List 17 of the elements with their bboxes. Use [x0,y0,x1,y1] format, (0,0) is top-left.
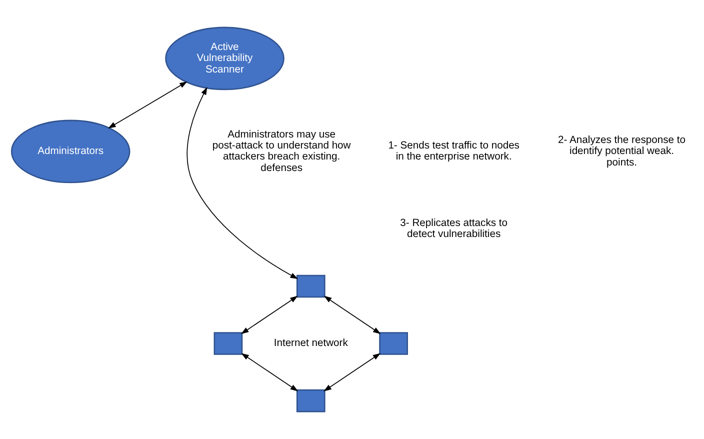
arrow [108,81,188,128]
node-box [214,332,243,355]
arrow [240,296,298,334]
arrow [324,296,381,334]
arrow [324,353,381,392]
node-box [296,274,326,298]
node-box [379,332,408,355]
label: 1- Sends test traffic to nodes in the enterprise network. [388,140,520,163]
label: Administrators may use post-attack to understand how attackers breach existing. defenses [212,129,351,174]
arrow [186,86,298,280]
node-ellipse: Active Vulnerability Scanner [165,26,284,90]
node-ellipse: Administrators [10,120,130,184]
label: Internet network [274,338,348,350]
label: 2- Analyzes the response to identify potential weak. points. [558,134,686,168]
node-box [296,389,326,412]
label: 3- Replicates attacks to detect vulnerabilities [400,218,508,240]
arrow [241,353,298,392]
